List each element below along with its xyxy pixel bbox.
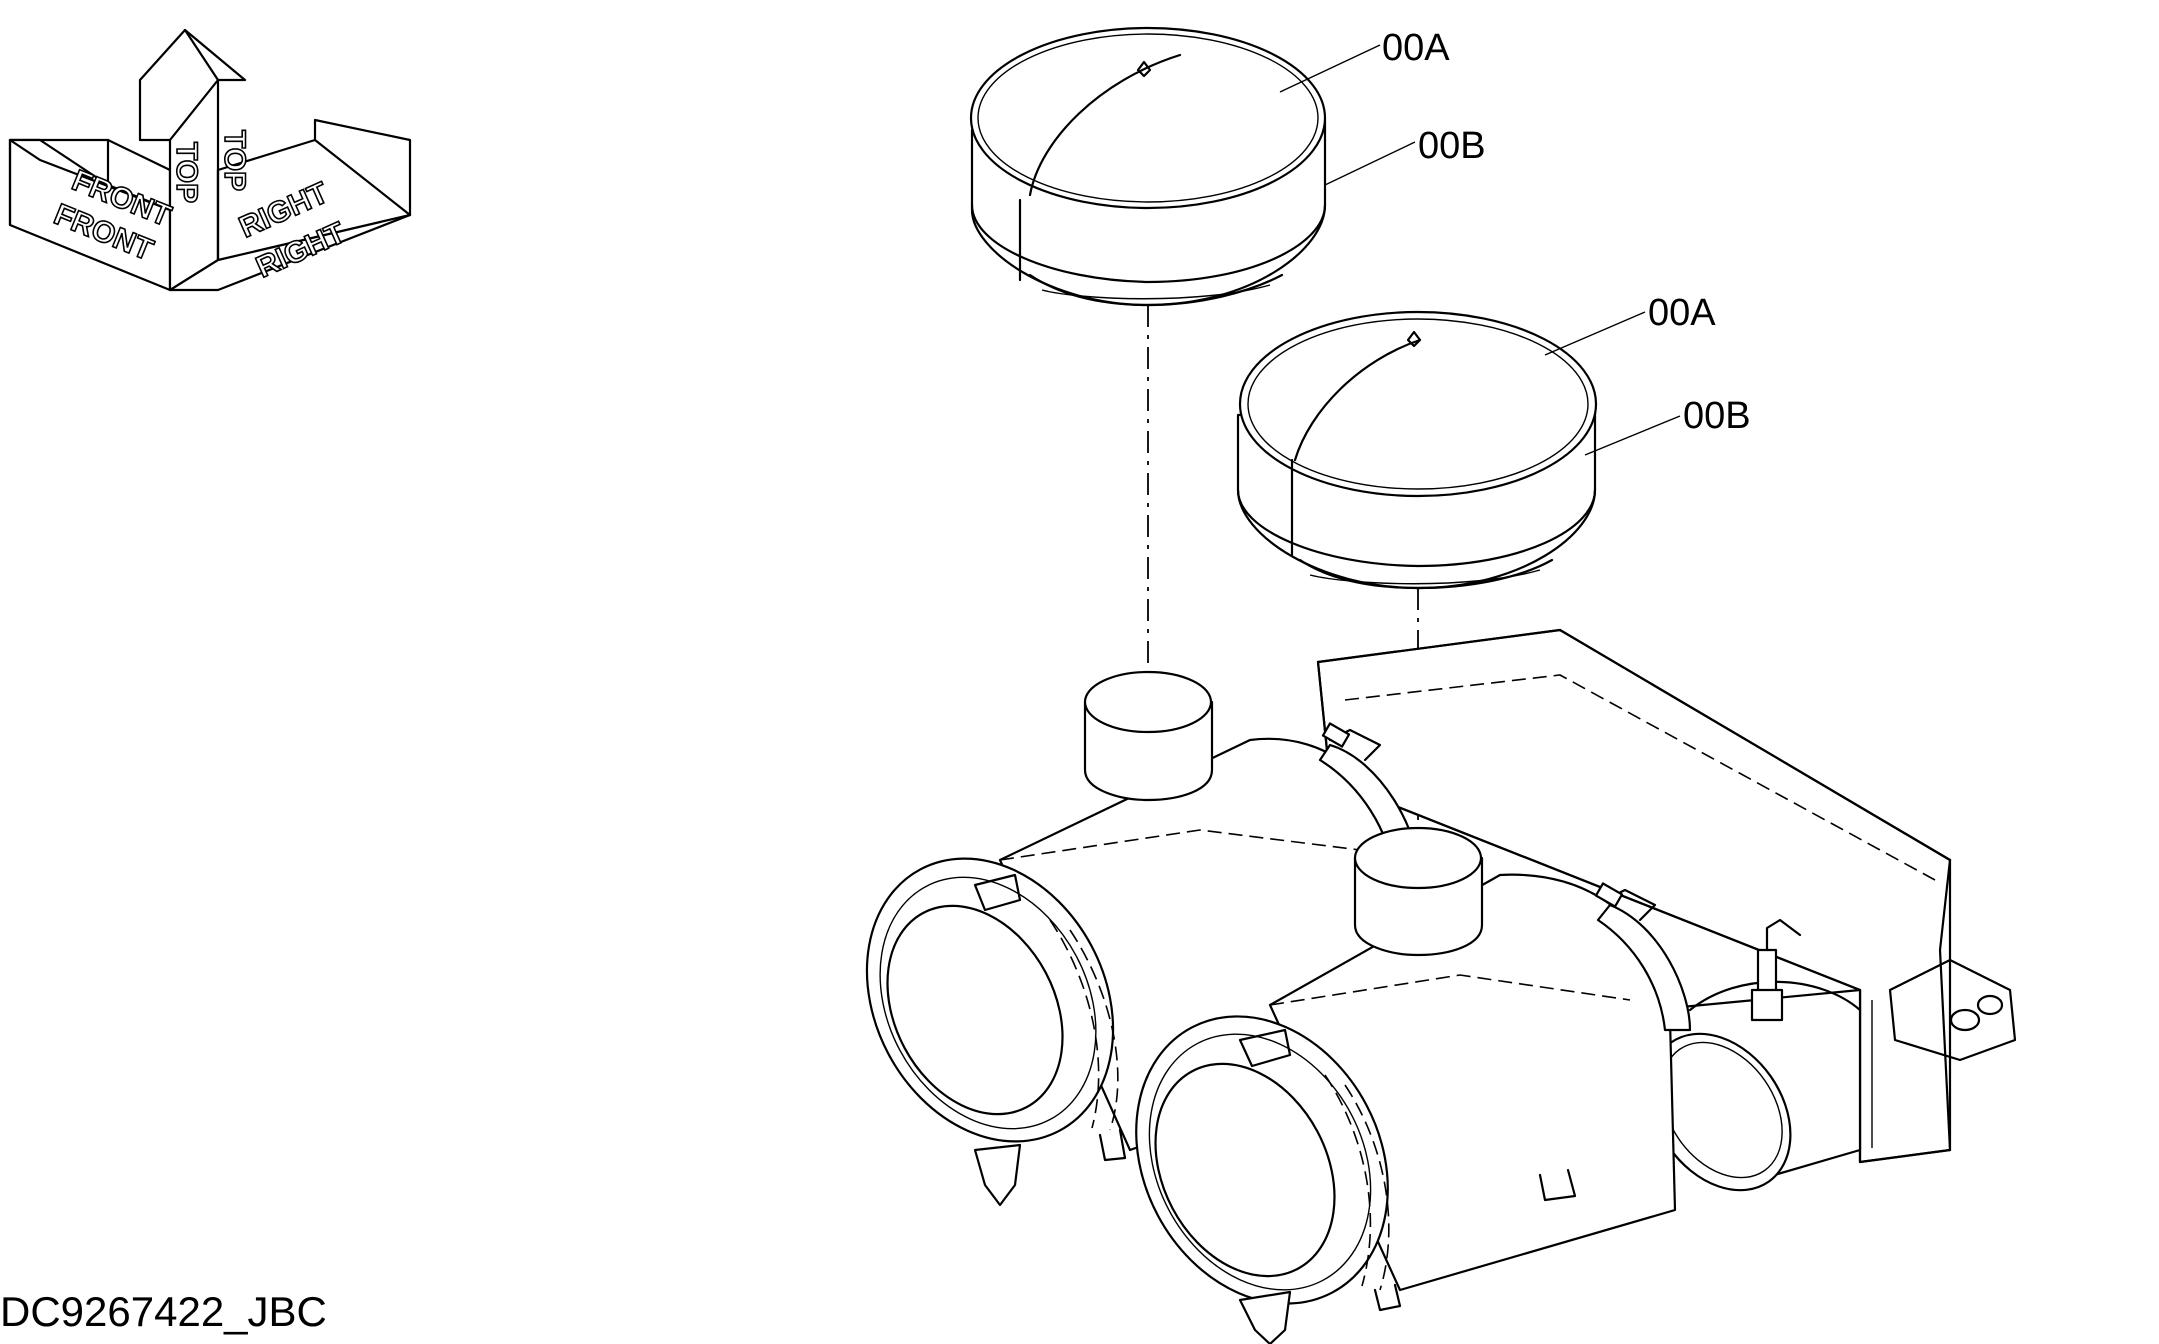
callout-lower-cap-b: 00B [1683, 395, 1751, 437]
upper-precleaner-cap [969, 26, 1327, 715]
callout-lower-cap-a: 00A [1648, 292, 1716, 334]
callout-upper-cap-b: 00B [1418, 125, 1486, 167]
front-air-cleaner-body [1135, 826, 1692, 1344]
lower-precleaner-cap [1236, 310, 1598, 870]
top-label-back: TOP [218, 130, 251, 191]
drawing-id: DC9267422_JBC [0, 1288, 327, 1335]
callout-leaders [1279, 44, 1681, 456]
top-label: TOP [170, 142, 203, 203]
callout-upper-cap-a: 00A [1382, 27, 1450, 69]
orientation-indicator: FRONT FRONT TOP TOP RIGHT RIGHT [8, 28, 412, 292]
intake-elbow [1648, 918, 1862, 1192]
